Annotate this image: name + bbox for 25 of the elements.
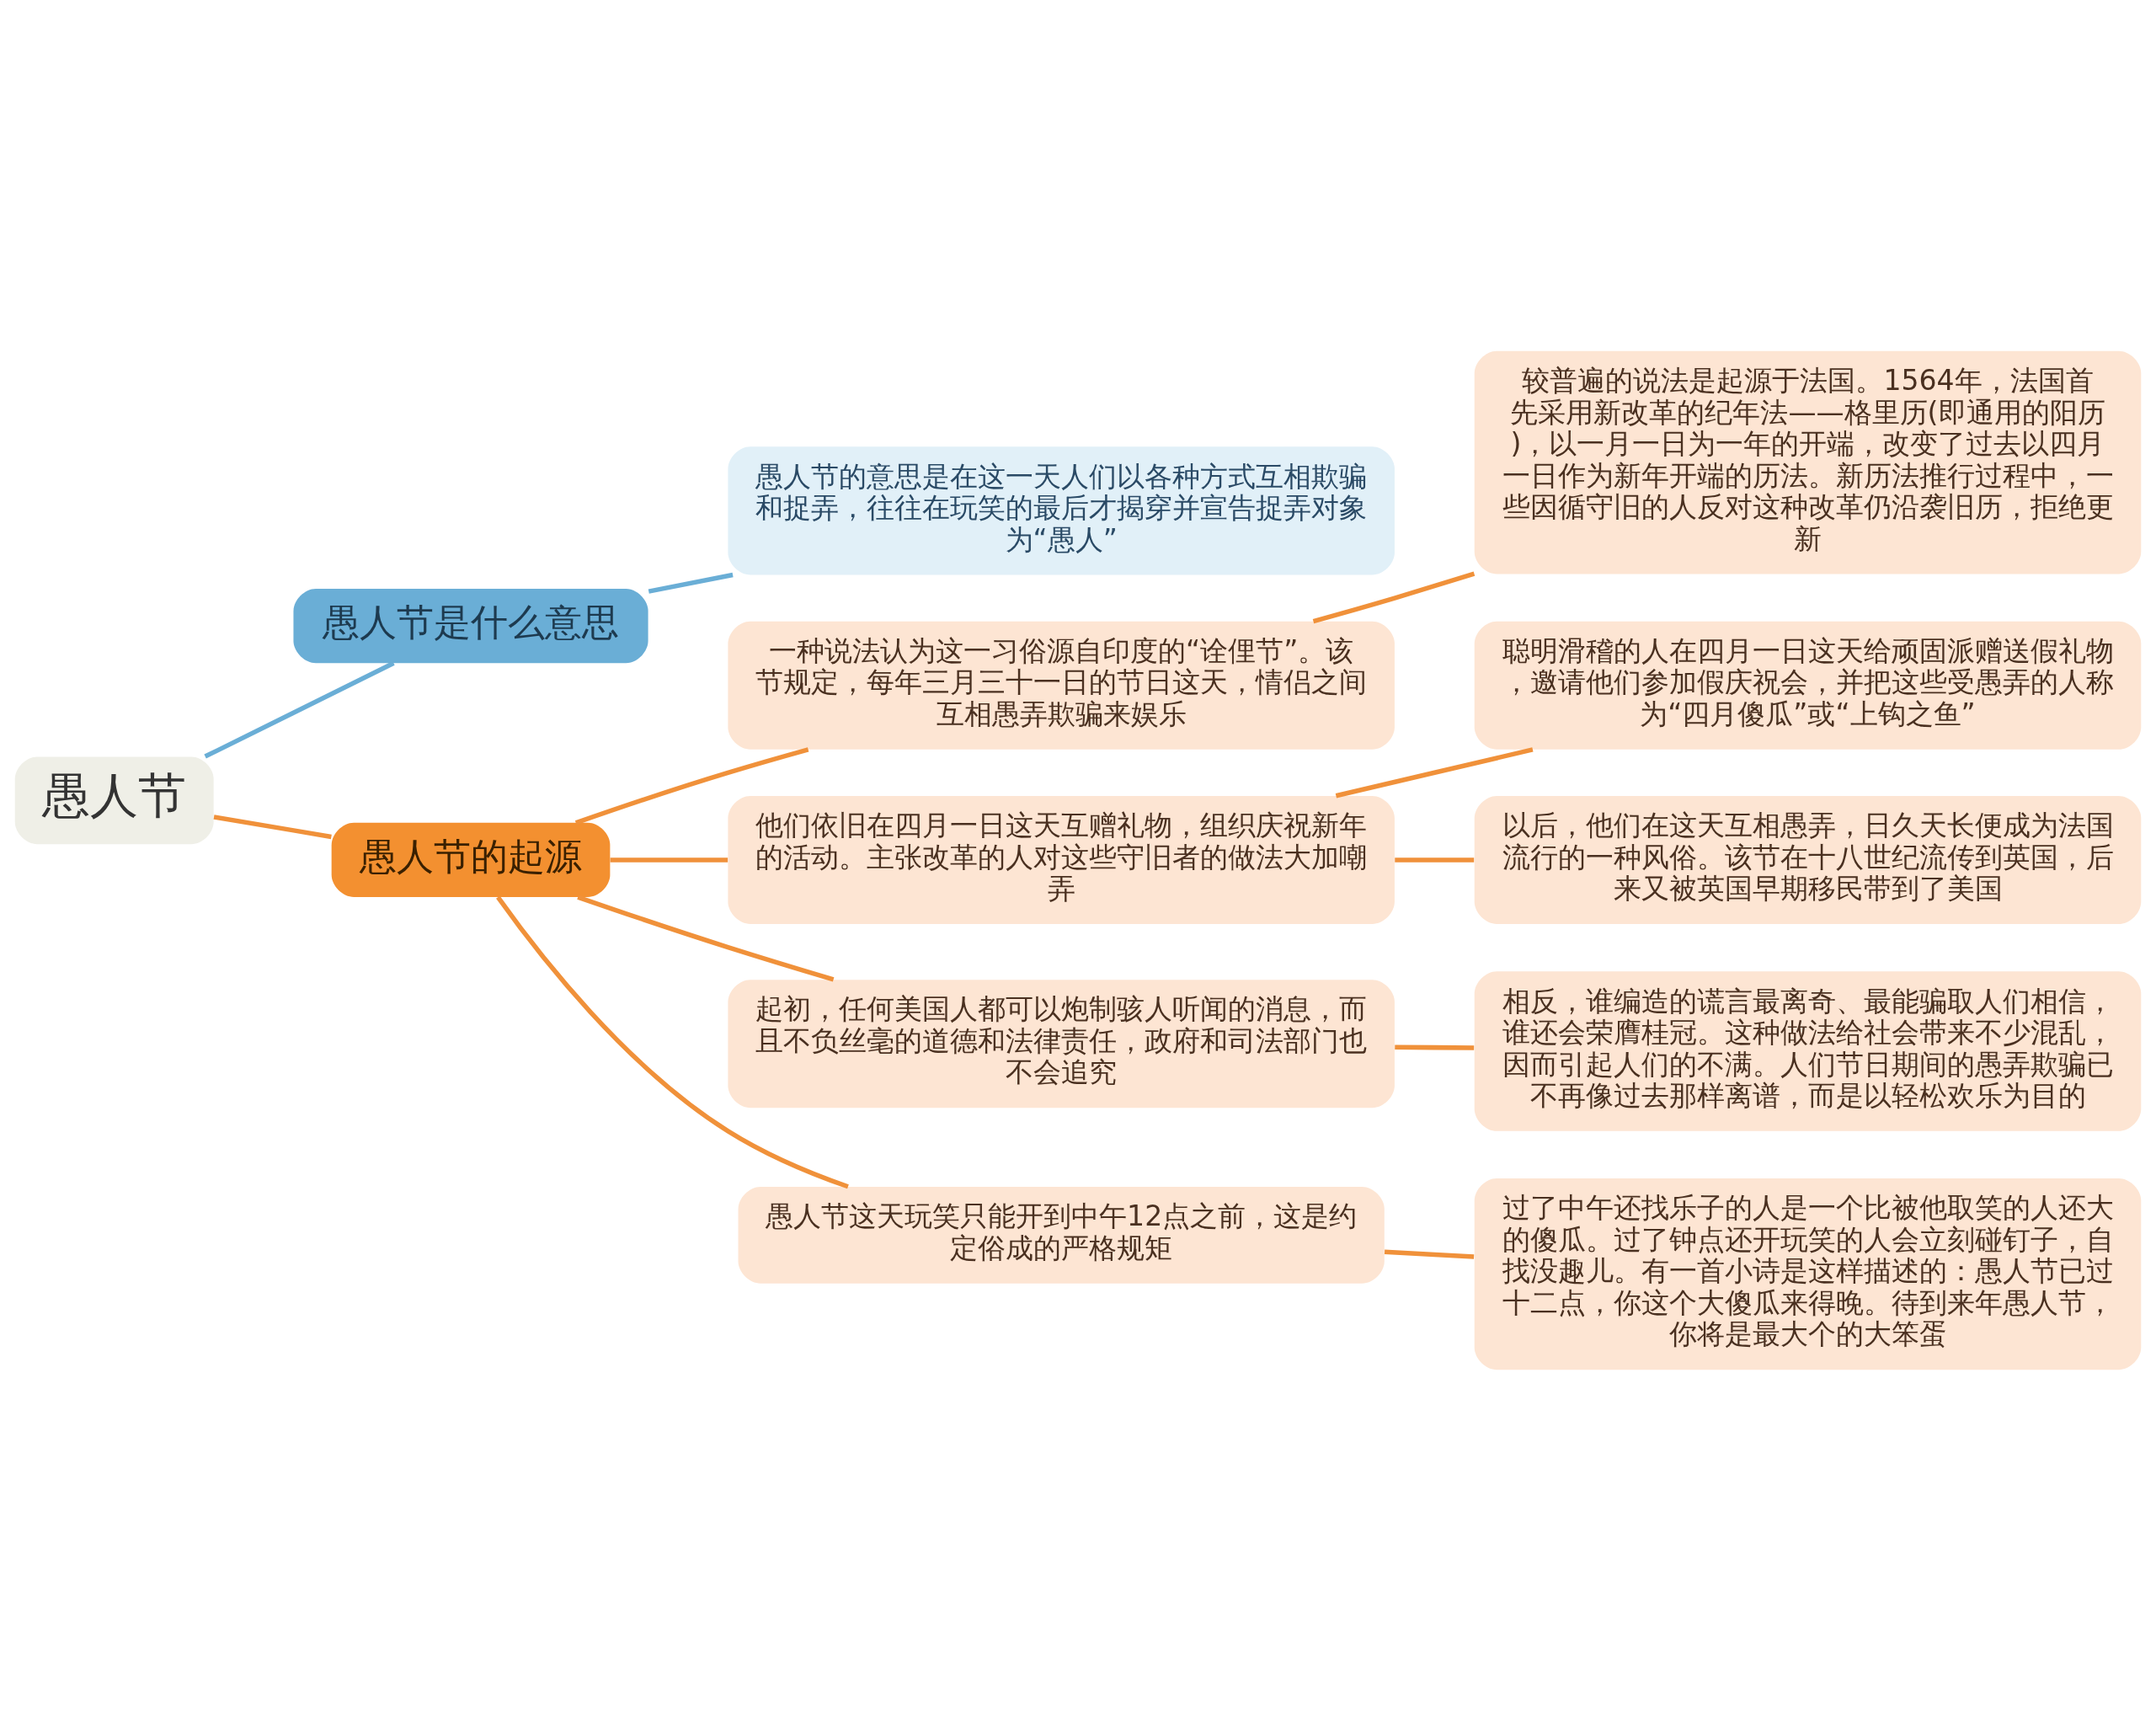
connector (213, 814, 332, 839)
connector (1312, 571, 1476, 623)
connector (648, 572, 734, 594)
node-box: 一种说法认为这一习俗源自印度的“诠俚节”。该节规定，每年三月三十一日的节日这天，情侣之间互相愚弄欺骗来娱乐 (728, 621, 1395, 750)
connector (204, 660, 395, 759)
connector (610, 857, 728, 863)
node-box: 相反，谁编造的谎言最离奇、最能骗取人们相信，谁还会荣膺桂冠。这种做法给社会带来不少混乱，因而引起人们的不满。人们节日期间的愚弄欺骗已不再像过去那样离谱，而是以轻松欢乐为目的 (1474, 970, 2142, 1131)
node-box: 愚人节的起源 (331, 822, 611, 897)
node-box: 愚人节是什么意思 (293, 588, 648, 663)
node-box: 愚人节 (14, 756, 214, 844)
node-box: 愚人节这天玩笑只能开到中午12点之前，这是约定俗成的严格规矩 (738, 1186, 1385, 1284)
node-box: 起初，任何美国人都可以炮制骇人听闻的消息，而且不负丝毫的道德和法律责任，政府和司法部门也不会追究 (728, 979, 1395, 1108)
connector (1335, 746, 1534, 798)
node-box: 他们依旧在四月一日这天互赠礼物，组织庆祝新年的活动。主张改革的人对这些守旧者的做法大加嘲弄 (728, 795, 1395, 924)
connector (577, 895, 835, 981)
node-box: 以后，他们在这天互相愚弄，日久天长便成为法国流行的一种风俗。该节在十八世纪流传到英国，后来又被英国早期移民带到了美国 (1474, 795, 2142, 924)
connector (1395, 857, 1475, 863)
connector (1384, 1249, 1475, 1259)
node-box: 较普遍的说法是起源于法国。1564年，法国首先采用新改革的纪年法——格里历(即通用的阳历)，以一月一日为一年的开端，改变了过去以四月一日作为新年开端的历法。新历法推行过程中，一些因循守旧的人反对这种改革仍沿袭旧历，拒绝更新 (1474, 350, 2142, 574)
node-box: 过了中午还找乐子的人是一个比被他取笑的人还大的傻瓜。过了钟点还开玩笑的人会立刻碰钉子，自找没趣儿。有一首小诗是这样描述的：愚人节已过十二点，你这个大傻瓜来得晚。待到来年愚人节，你将是最大个的大笨蛋 (1474, 1178, 2142, 1370)
connector (496, 895, 849, 1189)
node-box: 聪明滑稽的人在四月一日这天给顽固派赠送假礼物，邀请他们参加假庆祝会，并把这些受愚弄的人称为“四月傻瓜”或“上钩之鱼” (1474, 621, 2142, 750)
node-box: 愚人节的意思是在这一天人们以各种方式互相欺骗和捉弄，往往在玩笑的最后才揭穿并宣告捉弄对象为“愚人” (728, 446, 1395, 574)
connector (574, 746, 809, 825)
connector (1395, 1044, 1475, 1050)
